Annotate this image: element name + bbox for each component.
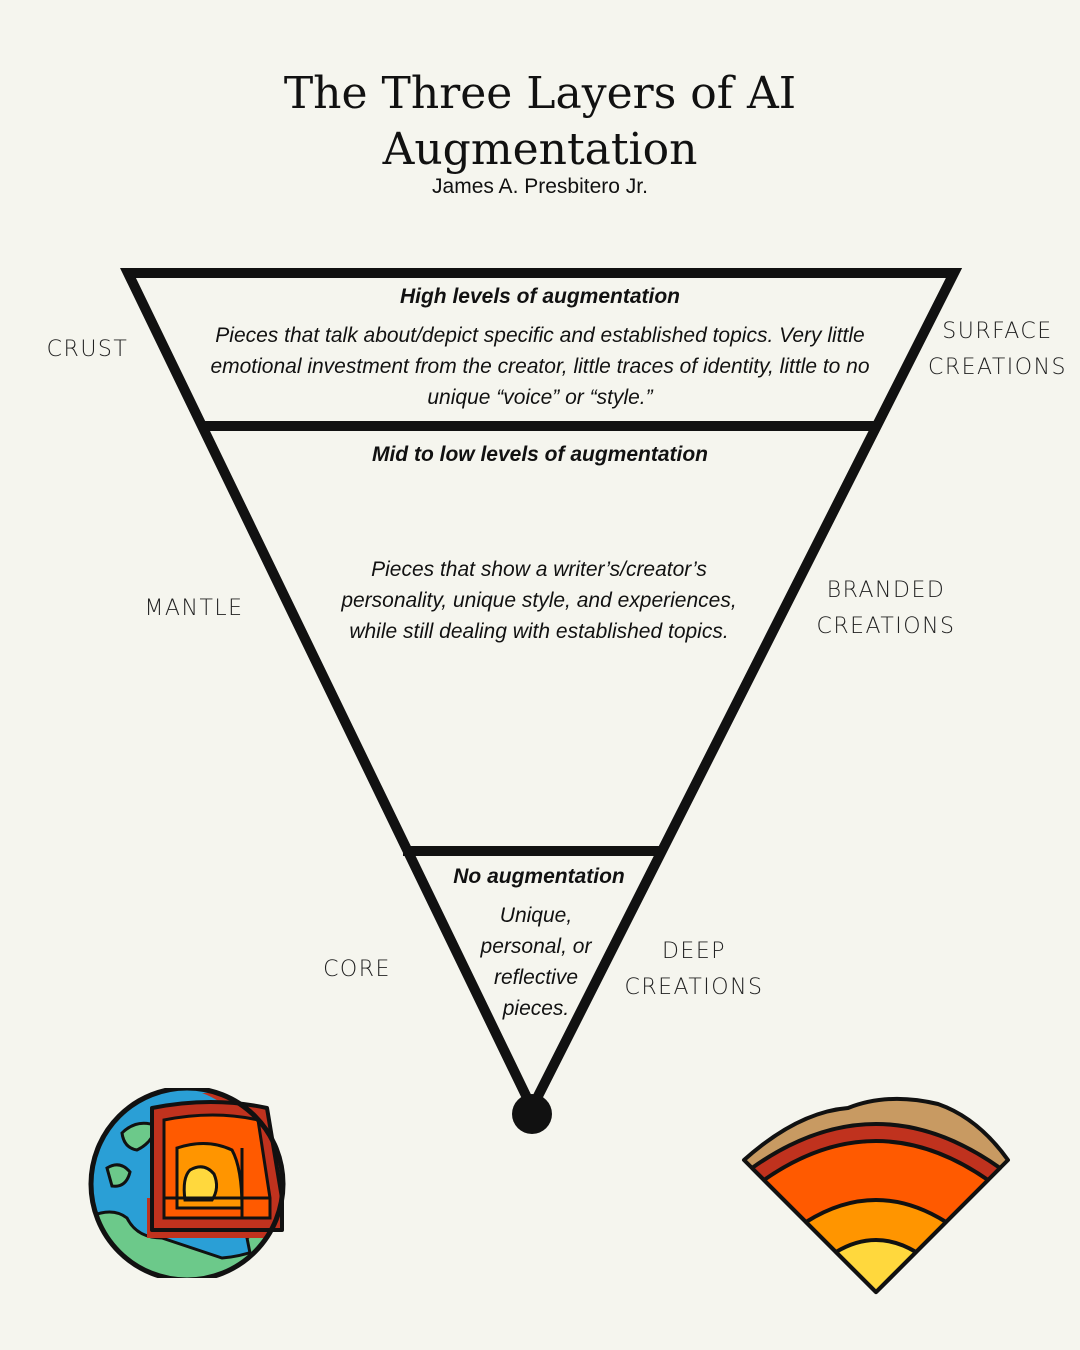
core-label: CORE [323, 957, 391, 982]
branded-creations-label: BRANDED CREATIONS [816, 578, 956, 639]
crust-label: CRUST [46, 337, 129, 362]
crust-layer-description: Pieces that talk about/depict specific a… [210, 324, 870, 409]
core-layer-heading: No augmentation [453, 865, 625, 888]
mantle-label: MANTLE [144, 596, 244, 621]
core-layer-description: Unique, personal, or reflective pieces. [480, 904, 592, 1020]
mantle-layer-description: Pieces that show a writer’s/creator’s pe… [341, 558, 737, 643]
mantle-layer-heading: Mid to low levels of augmentation [371, 443, 709, 466]
deep-creations-label: DEEP CREATIONS [624, 939, 764, 1000]
surface-creations-label: SURFACE CREATIONS [927, 319, 1068, 380]
author-byline: James A. Presbitero Jr. [432, 175, 648, 198]
earth-globe-cutaway-icon [88, 1088, 286, 1278]
triangle-tip-dot [512, 1094, 552, 1134]
page-title: The Three Layers of AI Augmentation [283, 68, 797, 175]
triangle-outline [120, 268, 963, 1120]
crust-layer-heading: High levels of augmentation [399, 285, 681, 308]
earth-layers-wedge-icon [742, 1096, 1010, 1294]
